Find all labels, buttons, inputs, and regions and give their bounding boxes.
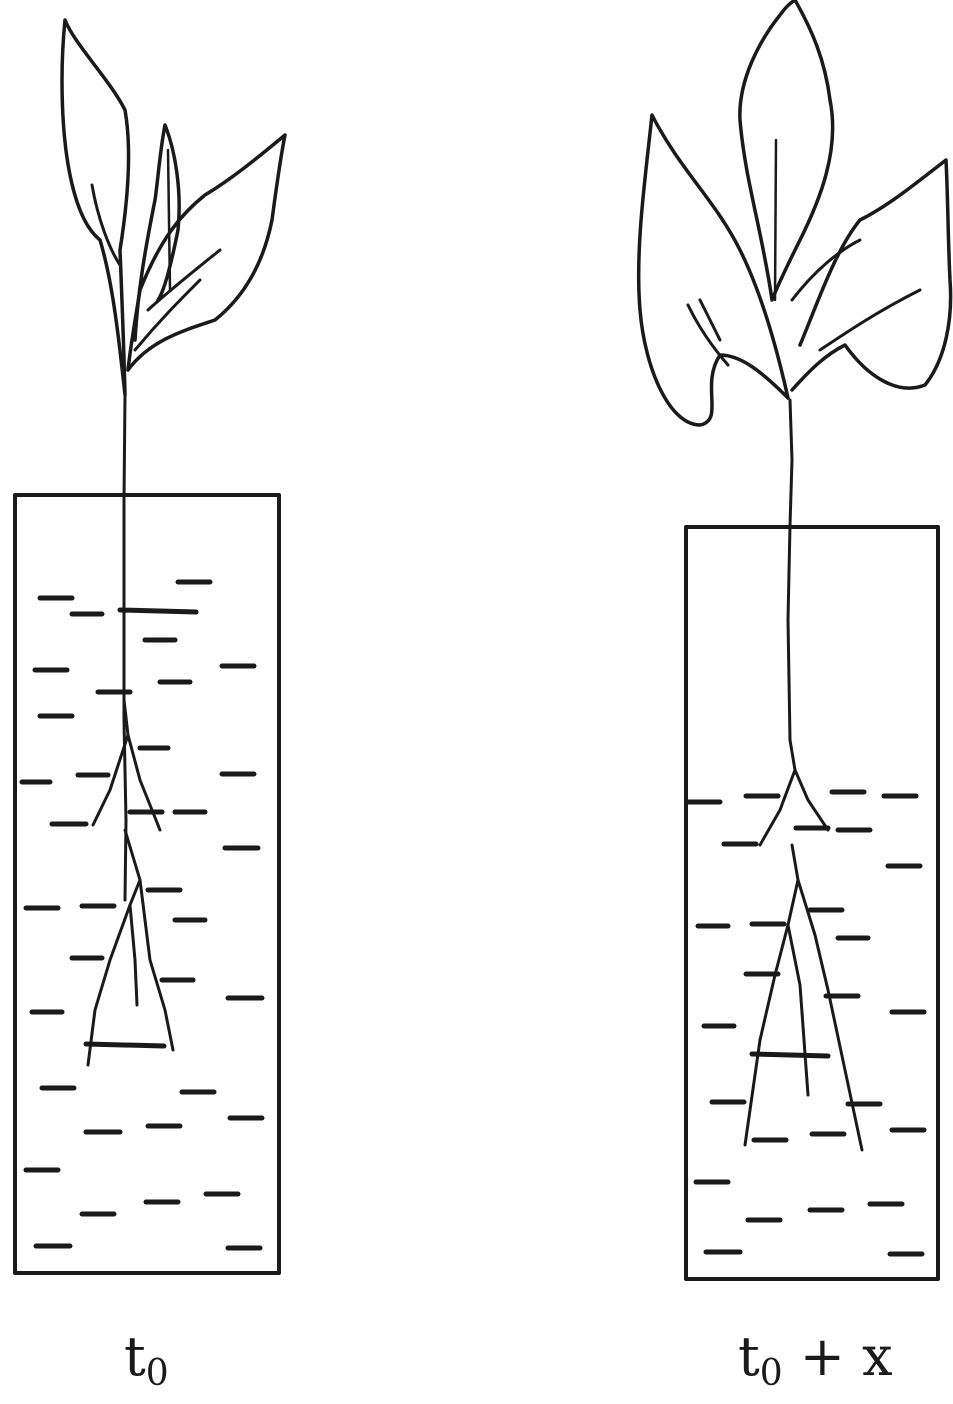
label-t0-subscript: 0 (145, 1353, 169, 1394)
right-plant (636, 0, 953, 742)
right-stem (786, 398, 794, 742)
right-water-dashes (685, 789, 927, 1257)
left-container (13, 493, 281, 1275)
right-roots (743, 738, 864, 1152)
right-container (684, 525, 940, 1281)
left-stem (122, 393, 128, 902)
left-water-dashes (19, 579, 265, 1251)
label-t0-base: t (124, 1325, 146, 1388)
label-t0-plus-x-base: t (738, 1325, 760, 1388)
label-t0-plus-x: t0 + x (738, 1330, 893, 1392)
left-plant (60, 18, 287, 902)
left-leaf-1 (60, 18, 131, 397)
right-leaf-left (636, 113, 790, 427)
left-leaf-3 (126, 133, 287, 372)
left-leaf-2 (133, 123, 181, 342)
label-t0-plus-x-subscript: 0 (759, 1353, 783, 1394)
label-t0: t0 (124, 1330, 169, 1392)
label-t0-plus-x-suffix: + x (782, 1325, 893, 1388)
right-leaf-right (790, 158, 953, 392)
right-leaf-top (738, 0, 835, 302)
left-roots (86, 698, 175, 1067)
